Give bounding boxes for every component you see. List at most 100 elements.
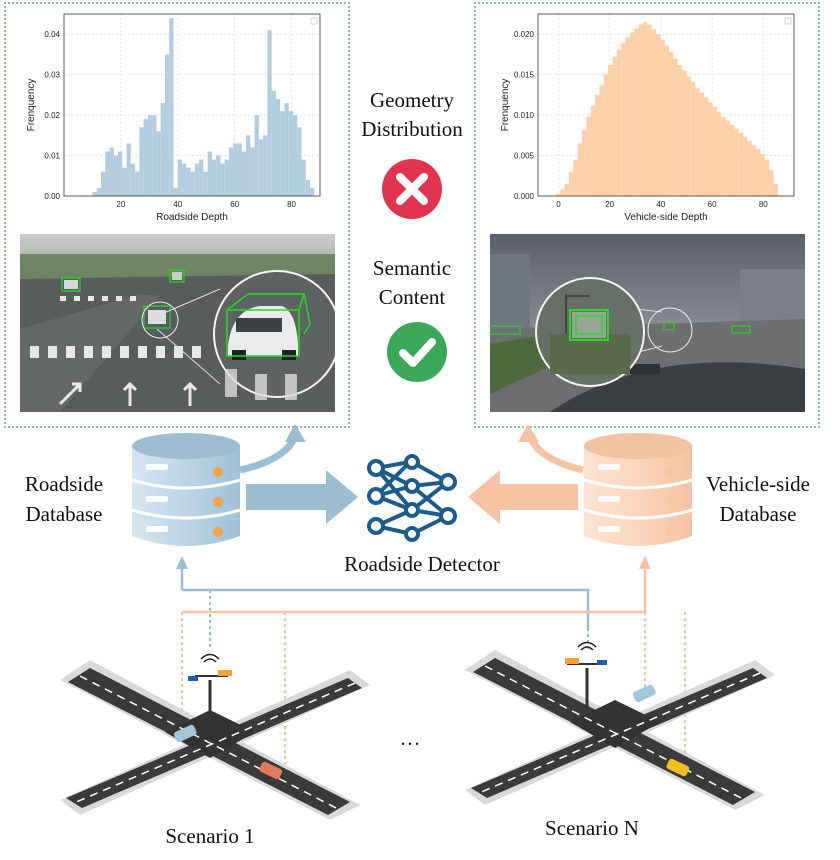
histogram-bar — [764, 159, 770, 196]
vehicle-side-database-label-line2: Database — [719, 502, 797, 526]
histogram-bar — [216, 155, 221, 196]
roadside-sensor-pole-icon — [188, 653, 232, 722]
x-tick-label: 40 — [173, 200, 182, 209]
histogram-bar — [233, 143, 238, 196]
histogram-bar — [258, 139, 264, 196]
vehicle-side-database-label-line1: Vehicle-side — [706, 472, 810, 496]
histogram-bar — [122, 167, 127, 196]
ellipsis-label: … — [399, 726, 421, 750]
y-tick-label: 0.01 — [44, 152, 60, 161]
y-tick-label: 0.020 — [514, 30, 535, 39]
y-tick-label: 0.010 — [514, 111, 535, 120]
histogram-bar — [555, 193, 561, 196]
histogram-bar — [760, 153, 765, 196]
y-tick-label: 0.03 — [44, 71, 60, 80]
y-tick-label: 0.04 — [44, 30, 60, 39]
x-tick-label: 0 — [556, 200, 561, 209]
histogram-bar — [156, 131, 161, 196]
histogram-bar — [577, 143, 583, 196]
histogram-bar — [254, 115, 259, 196]
y-axis-label: Frenquency — [500, 79, 511, 132]
x-tick-label: 60 — [230, 200, 239, 209]
check-icon — [387, 322, 447, 382]
histogram-bar — [690, 81, 696, 196]
histogram-bar — [599, 85, 604, 196]
histogram-bar — [109, 147, 114, 196]
x-tick-label: 20 — [605, 200, 614, 209]
roadside-sensor-pole-icon — [565, 641, 607, 710]
histogram-bar — [177, 159, 183, 196]
scenario-1-label: Scenario 1 — [165, 824, 255, 848]
histogram-bar — [564, 183, 569, 196]
histogram-bar — [271, 90, 276, 196]
x-tick-label: 60 — [708, 200, 717, 209]
histogram-bar — [686, 76, 691, 196]
geometry-label-line2: Distribution — [361, 117, 463, 141]
histogram-bar — [625, 37, 630, 196]
y-tick-label: 0.015 — [514, 71, 535, 80]
histogram-bar — [747, 140, 752, 196]
semantic-label-line2: Content — [378, 285, 446, 309]
histogram-bar — [241, 151, 247, 196]
histogram-bar — [638, 24, 643, 196]
histogram-bar — [773, 183, 778, 196]
histogram-bar — [582, 129, 587, 196]
histogram-bar — [292, 115, 298, 196]
semantic-label-line1: Semantic — [372, 256, 452, 280]
histogram-bar — [126, 143, 131, 196]
x-tick-label: 40 — [656, 200, 665, 209]
histogram-bar — [186, 167, 191, 196]
histogram-bar — [118, 151, 123, 196]
histogram-bar — [682, 70, 687, 196]
histogram-bar — [603, 74, 609, 196]
histogram-bar — [182, 163, 187, 196]
histogram-bar — [284, 102, 289, 196]
histogram-bar — [647, 24, 652, 196]
cross-icon — [382, 159, 442, 219]
histogram-bar — [267, 30, 272, 196]
histogram-bar — [751, 145, 757, 196]
histogram-bar — [677, 64, 683, 197]
histogram-bar — [769, 170, 774, 196]
histogram-bar — [173, 187, 178, 196]
histogram-bar — [660, 39, 665, 196]
histogram-bar — [669, 52, 674, 196]
geometry-label-line1: Geometry — [370, 88, 454, 112]
histogram-bar — [297, 127, 302, 196]
roadside-detector-label: Roadside Detector — [344, 552, 500, 576]
roadside-panel — [4, 2, 350, 428]
histogram-bar — [130, 163, 136, 196]
histogram-bar — [237, 143, 242, 196]
histogram-bar — [695, 87, 700, 196]
histogram-bar — [139, 127, 144, 196]
roadside-database-label-line1: Roadside — [24, 472, 104, 496]
histogram-bar — [738, 132, 744, 196]
histogram-bar — [224, 159, 229, 196]
histogram-bar — [734, 128, 739, 196]
histogram-bar — [560, 189, 565, 196]
histogram-bar — [92, 191, 97, 196]
histogram-bar — [203, 171, 208, 196]
histogram-bar — [573, 159, 578, 196]
histogram-bar — [305, 179, 311, 196]
histogram-bar — [634, 28, 639, 197]
x-axis-label: Roadside Depth — [156, 212, 228, 223]
histogram-bar — [721, 116, 726, 196]
vehicle-side-database-icon — [583, 433, 693, 546]
histogram-bar — [220, 163, 225, 196]
histogram-bar — [708, 102, 713, 196]
histogram-bar — [228, 147, 234, 196]
histogram-bar — [301, 159, 306, 196]
histogram-bar — [160, 102, 165, 196]
histogram-bar — [190, 171, 195, 196]
crosswalk-stripes — [30, 296, 201, 358]
legend-box — [784, 17, 792, 25]
histogram-bar — [616, 49, 622, 196]
histogram-bar — [612, 56, 617, 197]
histogram-bar — [629, 32, 635, 196]
y-tick-label: 0.000 — [514, 192, 535, 201]
plot-frame — [537, 13, 795, 197]
